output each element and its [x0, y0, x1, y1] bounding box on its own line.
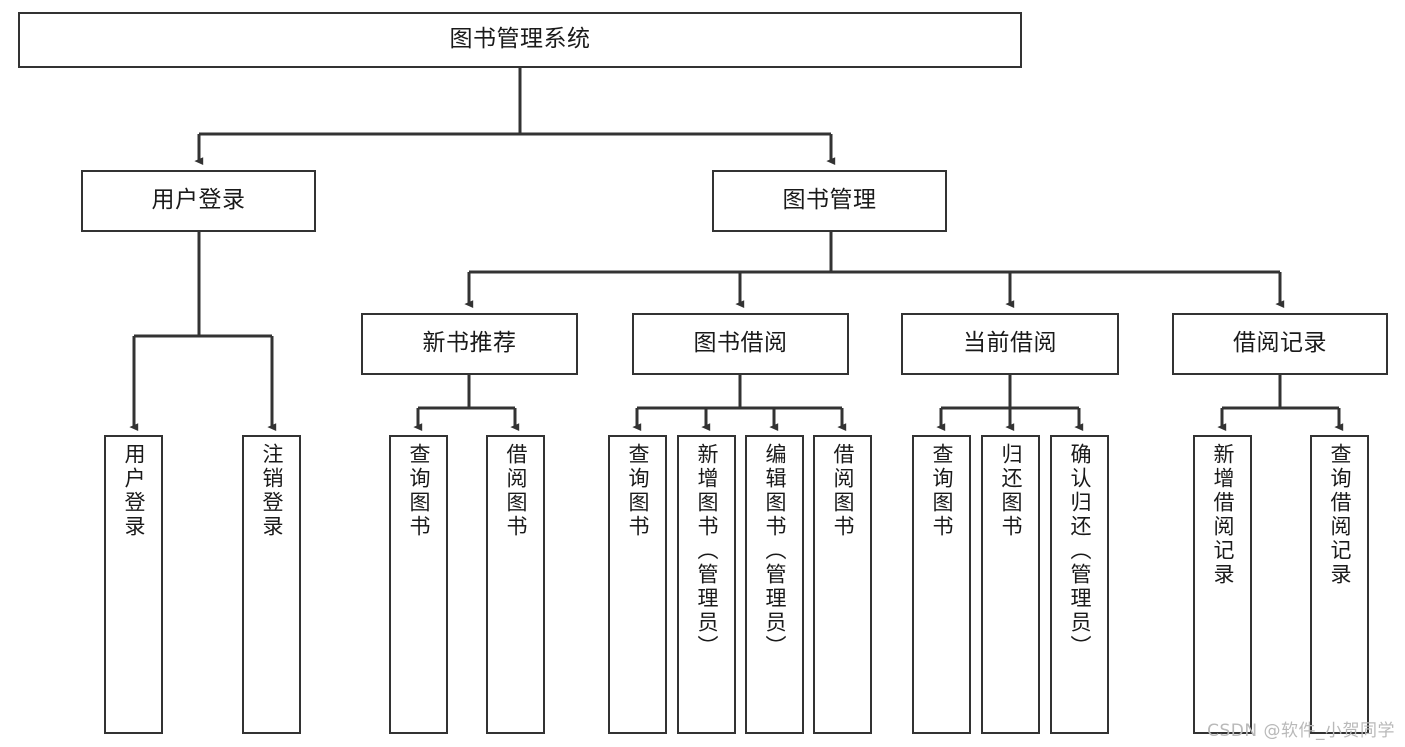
leaf-new-book-query-books[interactable]: 查询图书: [389, 435, 448, 734]
node-new-book-recommendation[interactable]: 新书推荐: [361, 313, 578, 375]
csdn-watermark: CSDN @软件_小贺同学: [1207, 721, 1395, 741]
node-label: 新书推荐: [422, 330, 517, 357]
node-label: 借阅图书: [831, 443, 855, 539]
node-label: 借阅记录: [1233, 330, 1327, 357]
node-label: 查询图书: [407, 443, 431, 539]
node-label: 图书借阅: [693, 330, 788, 357]
node-root-book-management-system[interactable]: 图书管理系统: [18, 12, 1022, 68]
node-current-borrowing[interactable]: 当前借阅: [901, 313, 1119, 375]
node-label: 用户登录: [151, 187, 246, 214]
leaf-borrow-record-add-record[interactable]: 新增借阅记录: [1193, 435, 1252, 734]
node-label: 查询图书: [626, 443, 650, 539]
leaf-current-borrow-query-books[interactable]: 查询图书: [912, 435, 971, 734]
node-label: 确认归还（管理员）: [1068, 443, 1092, 659]
leaf-user-login-login[interactable]: 用户登录: [104, 435, 163, 734]
node-book-borrowing[interactable]: 图书借阅: [632, 313, 849, 375]
node-book-management[interactable]: 图书管理: [712, 170, 947, 232]
leaf-new-book-borrow-books[interactable]: 借阅图书: [486, 435, 545, 734]
leaf-current-borrow-return-books[interactable]: 归还图书: [981, 435, 1040, 734]
node-label: 新增图书（管理员）: [695, 443, 719, 659]
node-label: 查询借阅记录: [1328, 443, 1352, 587]
leaf-current-borrow-confirm-return-admin[interactable]: 确认归还（管理员）: [1050, 435, 1109, 734]
leaf-book-borrow-query-books[interactable]: 查询图书: [608, 435, 667, 734]
node-label: 归还图书: [999, 443, 1023, 539]
node-borrow-records[interactable]: 借阅记录: [1172, 313, 1388, 375]
leaf-borrow-record-query-record[interactable]: 查询借阅记录: [1310, 435, 1369, 734]
node-label: 图书管理: [782, 187, 877, 214]
node-label: 新增借阅记录: [1211, 443, 1235, 587]
node-label: 编辑图书（管理员）: [763, 443, 787, 659]
leaf-user-login-logout[interactable]: 注销登录: [242, 435, 301, 734]
node-label: 图书管理系统: [449, 26, 591, 53]
node-label: 借阅图书: [504, 443, 528, 539]
leaf-book-borrow-edit-book-admin[interactable]: 编辑图书（管理员）: [745, 435, 804, 734]
node-label: 注销登录: [260, 443, 284, 539]
leaf-book-borrow-add-book-admin[interactable]: 新增图书（管理员）: [677, 435, 736, 734]
node-user-login[interactable]: 用户登录: [81, 170, 316, 232]
node-label: 当前借阅: [963, 330, 1057, 357]
leaf-book-borrow-borrow-books[interactable]: 借阅图书: [813, 435, 872, 734]
node-label: 查询图书: [930, 443, 954, 539]
node-label: 用户登录: [122, 443, 146, 539]
